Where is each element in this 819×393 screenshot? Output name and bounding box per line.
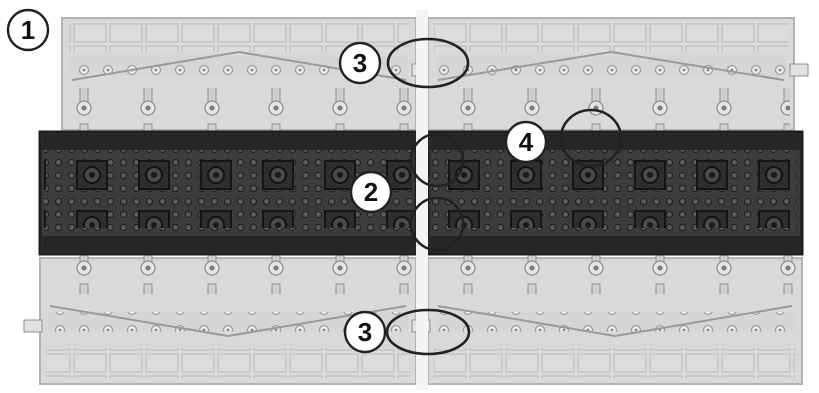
label-3-top-text: 3 (353, 48, 367, 78)
label-1-text: 1 (21, 15, 35, 45)
label-4: 4 (504, 120, 548, 164)
center-seam (416, 10, 428, 390)
top-left-panel (61, 17, 431, 131)
label-1: 1 (6, 8, 50, 52)
label-4-text: 4 (519, 127, 534, 157)
callout-ellipse-2-lower (409, 196, 465, 252)
label-3-top: 3 (338, 41, 382, 85)
label-2-text: 2 (364, 177, 378, 207)
label-2: 2 (349, 170, 393, 214)
callout-ellipse-2-upper (409, 132, 465, 188)
center-right-dark-panel (426, 130, 804, 256)
callout-ellipse-4 (559, 108, 623, 168)
callout-ellipse-3-top (386, 37, 470, 89)
bottom-left-panel (23, 252, 417, 385)
callout-ellipse-3-bottom (385, 308, 471, 356)
label-3-bottom: 3 (343, 310, 387, 354)
bottom-right-panel (411, 252, 803, 385)
top-right-panel (427, 17, 809, 131)
label-3-bottom-text: 3 (358, 317, 372, 347)
